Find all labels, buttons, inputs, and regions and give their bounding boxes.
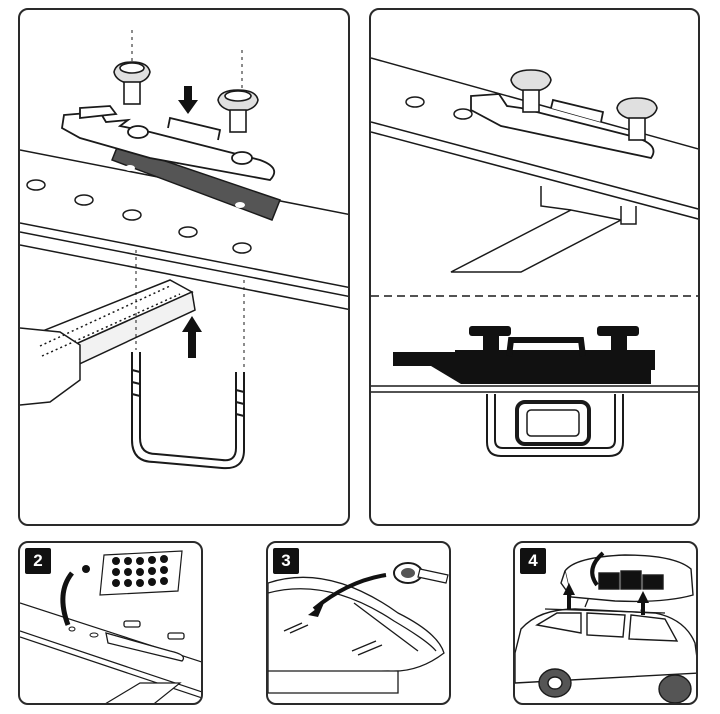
mounting-plate	[61, 105, 276, 181]
step-badge: 3	[273, 548, 299, 574]
rubber-pad	[111, 144, 281, 221]
arrow-down-icon	[178, 86, 198, 114]
step-4-drawing	[515, 551, 696, 703]
roof-bar	[20, 279, 196, 406]
u-bolt-icon	[131, 352, 245, 470]
step-2-panel: 2	[18, 541, 203, 705]
assembled-view-drawing	[371, 57, 698, 457]
curved-arrow-icon	[590, 551, 605, 587]
roof-bar	[450, 186, 637, 273]
knob-icon	[217, 89, 259, 133]
arrow-up-icon	[563, 583, 649, 615]
knob-icon	[616, 97, 658, 141]
mounting-holes	[68, 626, 99, 638]
pad-sheet-icon	[99, 550, 183, 596]
step-3-panel: 3	[266, 541, 451, 705]
knob-icon	[510, 69, 552, 113]
curved-arrow-icon	[60, 571, 75, 626]
mounting-holes	[26, 179, 252, 254]
cross-section	[371, 326, 698, 446]
car-icon	[515, 608, 696, 703]
strap-icon	[393, 562, 449, 584]
mounting-holes	[405, 96, 473, 120]
assembled-view-panel	[369, 8, 700, 526]
exploded-view-drawing	[20, 30, 348, 470]
step-3-drawing	[268, 562, 449, 694]
mounting-plate	[470, 93, 655, 160]
u-bolt-icon	[486, 394, 624, 457]
step-badge: 2	[25, 548, 51, 574]
roof-bar	[105, 682, 182, 703]
arrow-up-icon	[182, 316, 202, 358]
arrow-head-icon	[308, 603, 324, 617]
roof-box-icon	[560, 554, 694, 603]
strap-pads	[283, 622, 383, 656]
knob-icon	[113, 61, 151, 105]
alignment-lines	[131, 30, 245, 370]
mounting-plate	[105, 620, 185, 662]
step-badge: 4	[520, 548, 546, 574]
curved-arrow-icon	[312, 573, 387, 611]
step-2-drawing	[20, 550, 201, 703]
pad-dot	[82, 565, 90, 573]
exploded-view-panel	[18, 8, 350, 526]
roof-box-icon	[268, 576, 445, 694]
step-4-panel: 4	[513, 541, 698, 705]
